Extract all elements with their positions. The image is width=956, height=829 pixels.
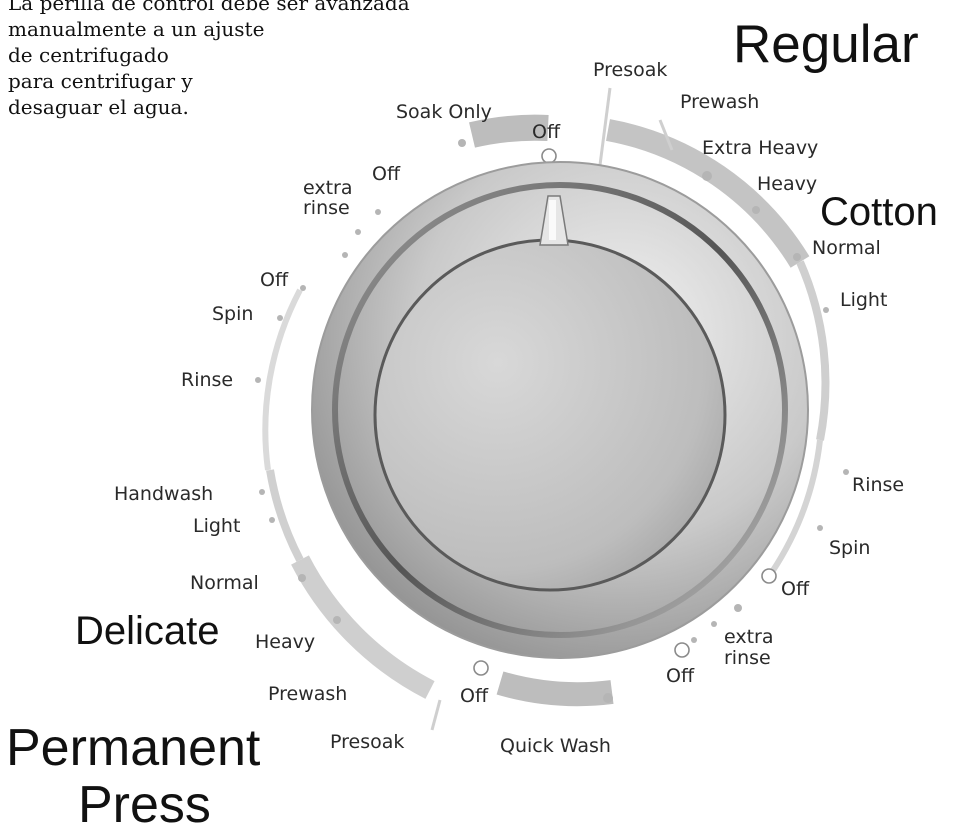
dot-perm-heavy bbox=[333, 616, 341, 624]
dot-soak-start bbox=[458, 139, 466, 147]
arc-prewash-line-regular bbox=[658, 119, 674, 151]
dot-left-handwash bbox=[259, 489, 265, 495]
arc-permanent bbox=[291, 555, 435, 699]
quick-wash-off-label: Off bbox=[460, 685, 489, 707]
left-extra-rinse-line2: rinse bbox=[303, 197, 350, 219]
instruction-line-3: de centrifugado bbox=[8, 43, 169, 67]
dot-left-light bbox=[269, 517, 275, 523]
dot-right-rinse bbox=[843, 469, 849, 475]
arc-soak-only bbox=[469, 114, 549, 148]
arc-left-rinse bbox=[262, 288, 303, 471]
off-marker-soak bbox=[541, 148, 557, 164]
delicate-light-label: Light bbox=[193, 515, 240, 537]
arc-quick-wash bbox=[496, 671, 614, 707]
right-rinse-label: Rinse bbox=[852, 474, 904, 496]
dot-extra-rinse-r2 bbox=[711, 621, 717, 627]
delicate-normal-label: Normal bbox=[190, 572, 259, 594]
off-marker-extra-rinse bbox=[674, 642, 690, 658]
off-marker-right bbox=[761, 568, 777, 584]
arc-presoak-line-regular bbox=[598, 87, 612, 166]
dot-extra-rinse-l1 bbox=[342, 252, 348, 258]
right-off-label: Off bbox=[781, 578, 810, 600]
indicator-dots bbox=[255, 139, 849, 703]
instruction-line-2: manualmente a un ajuste bbox=[8, 17, 265, 41]
right-extra-rinse-line2: rinse bbox=[724, 647, 771, 669]
left-off-label: Off bbox=[260, 269, 289, 291]
soak-off-label: Off bbox=[532, 121, 561, 143]
regular-extra-heavy-label: Extra Heavy bbox=[702, 137, 818, 159]
quick-wash-label: Quick Wash bbox=[500, 735, 611, 757]
dot-extra-rinse-r3 bbox=[691, 637, 697, 643]
right-spin-label: Spin bbox=[829, 537, 870, 559]
dot-normal bbox=[793, 253, 801, 261]
cycle-regular-title: Regular bbox=[733, 15, 919, 74]
dot-left-spin bbox=[277, 315, 283, 321]
dot-light bbox=[823, 307, 829, 313]
perm-prewash-label: Prewash bbox=[268, 683, 347, 705]
arc-cotton bbox=[796, 260, 830, 441]
left-extra-rinse-line1: extra bbox=[303, 177, 353, 199]
off-marker-quick bbox=[473, 660, 489, 676]
regular-heavy-label: Heavy bbox=[757, 173, 817, 195]
arc-right-rinse bbox=[769, 439, 823, 574]
perm-presoak-label: Presoak bbox=[330, 731, 404, 753]
left-rinse-label: Rinse bbox=[181, 369, 233, 391]
instruction-line-4: para centrifugar y bbox=[8, 69, 193, 93]
right-extra-rinse-line1: extra bbox=[724, 626, 774, 648]
delicate-handwash-label: Handwash bbox=[114, 483, 213, 505]
arc-presoak-line-perm bbox=[430, 699, 442, 731]
dot-extra-heavy bbox=[702, 171, 712, 181]
dot-right-spin bbox=[817, 525, 823, 531]
dot-perm-normal bbox=[298, 574, 306, 582]
left-spin-label: Spin bbox=[212, 303, 253, 325]
cycle-press-title: Press bbox=[78, 776, 211, 829]
dot-left-rinse bbox=[255, 377, 261, 383]
dot-extra-rinse-r1 bbox=[734, 604, 742, 612]
cycle-permanent-title: Permanent bbox=[6, 719, 261, 777]
knob-face bbox=[373, 238, 727, 592]
regular-presoak-label: Presoak bbox=[593, 59, 667, 81]
right-off2-label: Off bbox=[666, 665, 695, 687]
dial-arc-bands bbox=[262, 87, 830, 731]
knob-pointer-highlight bbox=[549, 200, 556, 240]
cycle-cotton-title: Cotton bbox=[820, 190, 938, 234]
off-markers bbox=[473, 148, 777, 676]
instruction-text: La perilla de control debe ser avanzada … bbox=[8, 0, 478, 120]
dot-quick-end bbox=[603, 693, 613, 703]
soak-only-label: Soak Only bbox=[396, 101, 492, 123]
arc-regular bbox=[605, 119, 810, 268]
perm-heavy-label: Heavy bbox=[255, 631, 315, 653]
dot-extra-rinse-l3 bbox=[375, 209, 381, 215]
dot-left-off bbox=[300, 285, 306, 291]
regular-prewash-label: Prewash bbox=[680, 91, 759, 113]
knob-rim bbox=[332, 182, 788, 638]
left-off2-label: Off bbox=[372, 163, 401, 185]
instruction-line-1: La perilla de control debe ser avanzada bbox=[8, 0, 410, 15]
cotton-normal-label: Normal bbox=[812, 237, 881, 259]
cotton-light-label: Light bbox=[840, 289, 887, 311]
arc-delicate bbox=[266, 469, 304, 562]
dot-extra-rinse-l2 bbox=[355, 229, 361, 235]
cycle-delicate-title: Delicate bbox=[75, 609, 220, 653]
dot-heavy bbox=[752, 206, 760, 214]
control-knob bbox=[311, 161, 809, 659]
instruction-line-5: desaguar el agua. bbox=[8, 95, 189, 119]
